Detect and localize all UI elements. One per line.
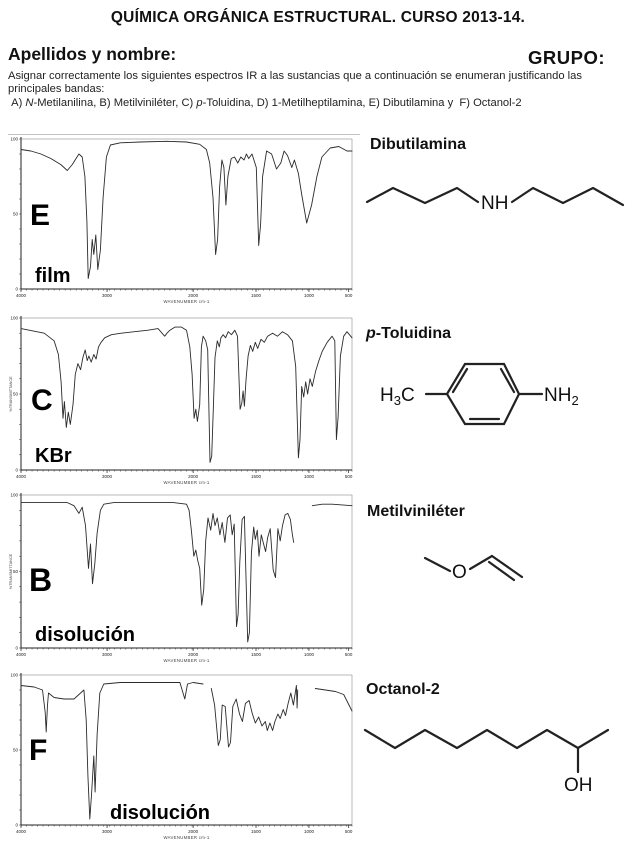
vinyl-double-bond-a: [490, 554, 524, 579]
p-toluidine-structure: H3C NH2: [380, 362, 579, 426]
svg-text:4000: 4000: [16, 652, 27, 657]
svg-text:0: 0: [15, 823, 18, 828]
svg-text:WAVENUMBER cm-1: WAVENUMBER cm-1: [163, 835, 209, 840]
double-bond-1: [451, 367, 469, 394]
methyl-vinyl-ether-structure: O: [423, 554, 524, 583]
svg-text:%TRANSMITTANCE: %TRANSMITTANCE: [9, 376, 13, 412]
svg-text:50: 50: [13, 392, 19, 397]
svg-text:3000: 3000: [102, 829, 113, 834]
double-bond-2: [499, 367, 516, 394]
hydroxyl-oh-label: OH: [564, 775, 593, 796]
sample-method-label-b: disolución: [35, 624, 135, 646]
svg-text:4000: 4000: [16, 474, 27, 479]
instructions-text: Asignar correctamente los siguientes esp…: [8, 70, 582, 95]
svg-text:%TRANSMITTANCE: %TRANSMITTANCE: [9, 553, 13, 589]
svg-text:1500: 1500: [251, 293, 262, 298]
svg-text:3000: 3000: [102, 474, 113, 479]
vinyl-double-bond-b: [487, 560, 516, 582]
svg-text:WAVENUMBER cm-1: WAVENUMBER cm-1: [163, 299, 209, 304]
svg-text:500: 500: [345, 474, 353, 479]
sample-method-label-c: KBr: [35, 445, 72, 467]
svg-text:2000: 2000: [188, 829, 199, 834]
amine-nh-label: NH: [481, 193, 508, 214]
sample-method-label-e: film: [35, 265, 71, 287]
svg-text:1000: 1000: [304, 829, 315, 834]
spectrum-letter-b: B: [29, 562, 53, 598]
octanol-2-structure: OH: [363, 728, 610, 796]
group-label: GRUPO:: [528, 47, 605, 68]
butyl-chain-left: [365, 186, 480, 205]
svg-text:WAVENUMBER cm-1: WAVENUMBER cm-1: [163, 480, 209, 484]
o-vinyl-bond: [468, 554, 494, 571]
svg-text:500: 500: [345, 829, 353, 834]
answer-options-list: A) N-Metilanilina, B) Metilviniléter, C)…: [8, 97, 522, 109]
svg-text:100: 100: [10, 137, 18, 142]
compound-name-p-toluidina: p-Toluidina: [366, 325, 452, 342]
svg-text:1500: 1500: [251, 652, 262, 657]
compound-name-metilvinileter: Metilviniléter: [367, 503, 465, 520]
svg-text:50: 50: [13, 569, 19, 574]
document-title: QUÍMICA ORGÁNICA ESTRUCTURAL. CURSO 2013…: [110, 9, 526, 26]
svg-text:1000: 1000: [304, 474, 315, 479]
svg-text:2000: 2000: [188, 652, 199, 657]
svg-text:1500: 1500: [251, 829, 262, 834]
amine-nh2-label: NH2: [544, 385, 579, 408]
methyl-o-bond: [423, 556, 452, 573]
butyl-chain-right: [510, 186, 625, 207]
compound-name-dibutilamina: Dibutilamina: [370, 136, 467, 153]
compound-name-octanol-2: Octanol-2: [366, 681, 440, 698]
spectrum-letter-c: C: [31, 384, 53, 417]
svg-text:2000: 2000: [188, 474, 199, 479]
svg-text:1500: 1500: [251, 474, 262, 479]
svg-text:100: 100: [10, 493, 18, 498]
spectrum-letter-f: F: [29, 734, 48, 767]
svg-text:50: 50: [13, 212, 19, 217]
svg-text:0: 0: [15, 646, 18, 651]
svg-text:WAVENUMBER cm-1: WAVENUMBER cm-1: [163, 658, 209, 662]
svg-text:100: 100: [10, 316, 18, 321]
svg-text:1000: 1000: [304, 293, 315, 298]
svg-text:0: 0: [15, 468, 18, 473]
dibutylamine-structure: NH: [365, 186, 625, 214]
oxygen-label: O: [452, 562, 467, 583]
svg-text:50: 50: [13, 748, 19, 753]
svg-text:0: 0: [15, 287, 18, 292]
student-name-label: Apellidos y nombre:: [8, 44, 177, 64]
svg-text:500: 500: [345, 293, 353, 298]
octyl-chain: [363, 728, 610, 750]
svg-text:1000: 1000: [304, 652, 315, 657]
svg-text:4000: 4000: [16, 829, 27, 834]
svg-text:4000: 4000: [16, 293, 27, 298]
svg-text:3000: 3000: [102, 293, 113, 298]
svg-text:500: 500: [345, 652, 353, 657]
sample-method-label-f: disolución: [110, 802, 210, 824]
svg-text:2000: 2000: [188, 293, 199, 298]
svg-text:100: 100: [10, 673, 18, 678]
spectrum-letter-e: E: [30, 199, 51, 232]
svg-text:3000: 3000: [102, 652, 113, 657]
methyl-h3c-label: H3C: [380, 385, 415, 408]
benzene-ring: [445, 362, 521, 426]
